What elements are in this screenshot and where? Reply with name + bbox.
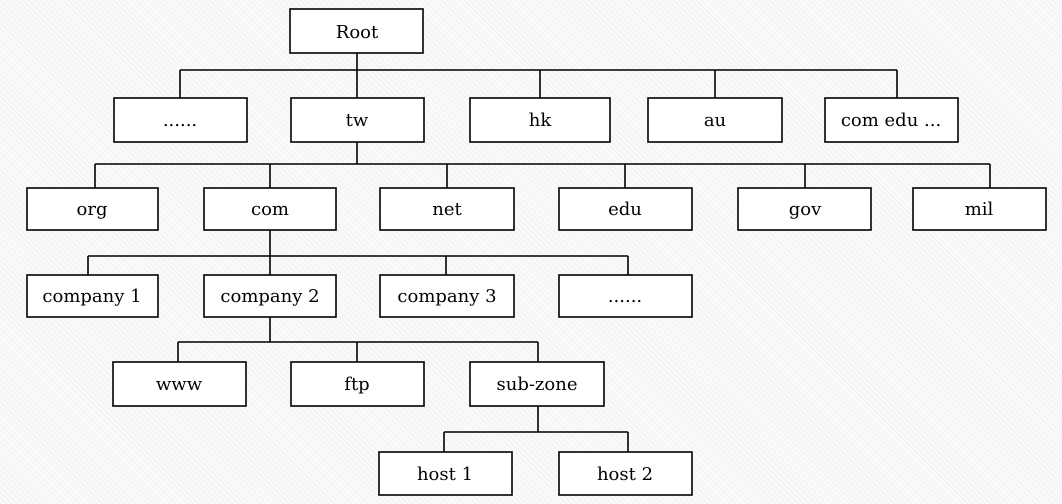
node-box	[737, 187, 872, 231]
node-org: org	[26, 187, 159, 231]
node-label: gov	[789, 199, 822, 220]
node-edu: edu	[558, 187, 693, 231]
node-label: com	[251, 199, 289, 220]
node-box	[289, 8, 424, 54]
node-box	[912, 187, 1047, 231]
node-host-1: host 1	[378, 451, 513, 496]
node-box	[469, 97, 611, 143]
node-label: com edu ...	[841, 110, 941, 131]
node-label: ......	[163, 110, 197, 131]
node-box	[378, 451, 513, 496]
node-box	[113, 97, 248, 143]
node-label: host 2	[597, 464, 653, 485]
node-box	[558, 187, 693, 231]
node-label: www	[156, 374, 203, 395]
node-tw: tw	[290, 97, 425, 143]
node-box	[26, 274, 159, 318]
node-net: net	[379, 187, 515, 231]
node-label: org	[77, 199, 108, 220]
node-www: www	[112, 361, 247, 407]
node-mil: mil	[912, 187, 1047, 231]
node-box	[26, 187, 159, 231]
node-sub-zone: sub-zone	[469, 361, 605, 407]
node-label: sub-zone	[497, 374, 578, 395]
node-company-3: company 3	[379, 274, 515, 318]
node-box	[558, 274, 693, 318]
node-label: tw	[346, 110, 369, 131]
node-label: ......	[608, 286, 642, 307]
node-label: company 3	[397, 286, 496, 307]
node-com: com	[203, 187, 337, 231]
node-ellipsis-2: ......	[558, 274, 693, 318]
node-label: au	[704, 110, 726, 131]
node-box	[379, 187, 515, 231]
node-box	[647, 97, 783, 143]
node-label: company 2	[220, 286, 319, 307]
node-gov: gov	[737, 187, 872, 231]
node-label: mil	[965, 199, 994, 220]
node-label: net	[432, 199, 462, 220]
node-ellipsis-1: ......	[113, 97, 248, 143]
node-box	[203, 187, 337, 231]
node-label: host 1	[417, 464, 473, 485]
node-box	[290, 361, 425, 407]
node-box	[469, 361, 605, 407]
node-box	[558, 451, 693, 496]
node-box	[112, 361, 247, 407]
node-box	[824, 97, 959, 143]
node-au: au	[647, 97, 783, 143]
node-com-edu: com edu ...	[824, 97, 959, 143]
node-company-1: company 1	[26, 274, 159, 318]
node-box	[203, 274, 337, 318]
node-company-2: company 2	[203, 274, 337, 318]
node-label: Root	[336, 22, 379, 43]
node-box	[379, 274, 515, 318]
node-box	[290, 97, 425, 143]
node-hk: hk	[469, 97, 611, 143]
node-label: ftp	[344, 374, 369, 395]
node-root: Root	[289, 8, 424, 54]
connectors	[87, 53, 991, 452]
node-ftp: ftp	[290, 361, 425, 407]
node-host-2: host 2	[558, 451, 693, 496]
node-label: hk	[529, 110, 553, 131]
node-label: edu	[608, 199, 642, 220]
node-label: company 1	[42, 286, 141, 307]
